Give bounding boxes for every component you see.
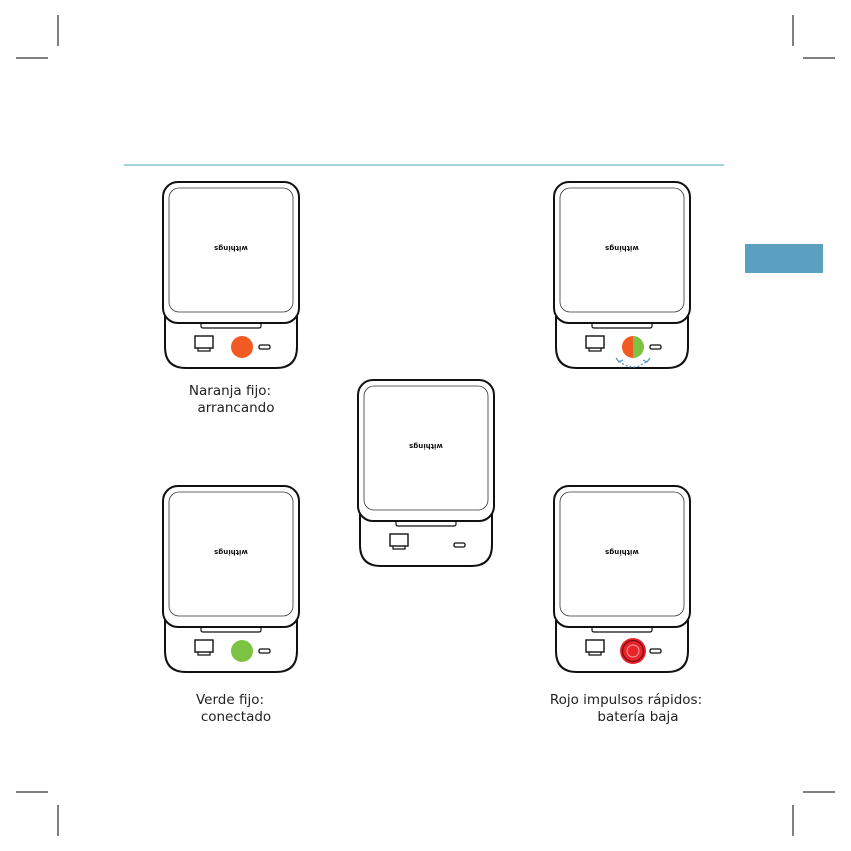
- device-top-right: withings: [554, 182, 690, 368]
- caption-bottom-left: Verde fijo: conectado: [100, 692, 360, 726]
- ethernet-port-icon: [195, 336, 213, 348]
- ethernet-port-icon: [586, 640, 604, 652]
- ethernet-port-icon: [195, 640, 213, 652]
- brand-logo: withings: [409, 442, 443, 450]
- status-led: [231, 640, 253, 662]
- ethernet-port-icon: [390, 534, 408, 546]
- caption-line: arrancando: [100, 400, 360, 417]
- caption-line: Rojo impulsos rápidos:: [496, 692, 756, 709]
- device-top-left: withings: [163, 182, 299, 368]
- caption-line: batería baja: [496, 709, 756, 726]
- brand-logo: withings: [214, 548, 248, 556]
- dock-base: [165, 317, 297, 368]
- usb-port-icon: [650, 649, 661, 653]
- brand-logo: withings: [214, 244, 248, 252]
- usb-port-icon: [650, 345, 661, 349]
- caption-top-left: Naranja fijo: arrancando: [100, 383, 360, 417]
- ethernet-port-icon: [586, 336, 604, 348]
- dock-base: [165, 621, 297, 672]
- caption-bottom-right: Rojo impulsos rápidos: batería baja: [496, 692, 756, 726]
- caption-line: conectado: [100, 709, 360, 726]
- device-bottom-left: withings: [163, 486, 299, 672]
- device-bottom-right: withings: [554, 486, 690, 672]
- usb-port-icon: [259, 345, 270, 349]
- status-led: [231, 336, 253, 358]
- caption-line: Verde fijo:: [100, 692, 360, 709]
- device-center: withings: [358, 380, 494, 566]
- brand-logo: withings: [605, 548, 639, 556]
- dock-base: [360, 515, 492, 566]
- usb-port-icon: [454, 543, 465, 547]
- usb-port-icon: [259, 649, 270, 653]
- caption-line: Naranja fijo:: [100, 383, 360, 400]
- chapter-tab: [745, 244, 823, 273]
- status-led: [627, 645, 639, 657]
- brand-logo: withings: [605, 244, 639, 252]
